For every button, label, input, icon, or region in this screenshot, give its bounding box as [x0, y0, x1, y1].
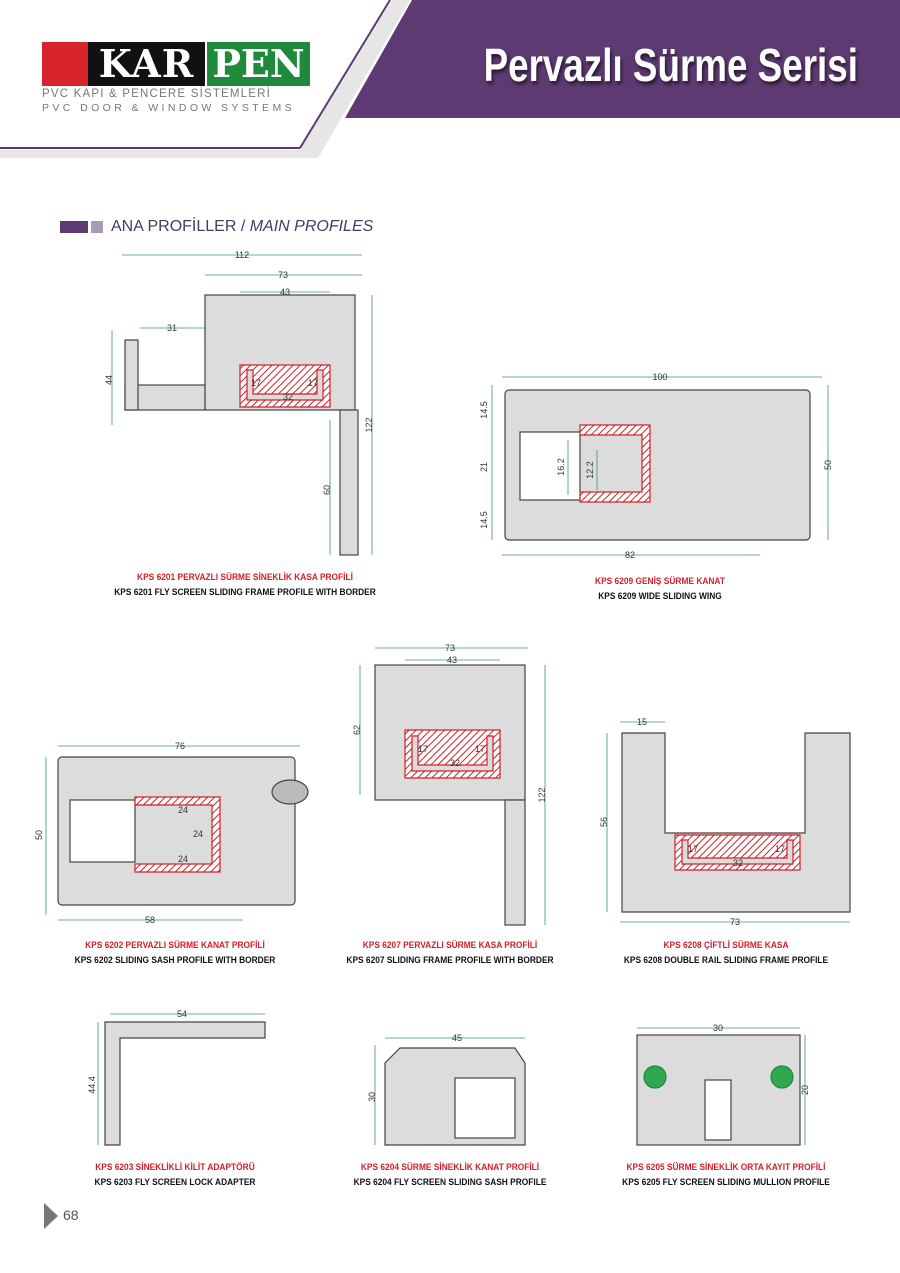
caption-6205: KPS 6205 SÜRME SİNEKLİK ORTA KAYIT PROFİ…	[585, 1160, 867, 1190]
dim-label: 100	[652, 372, 667, 382]
caption-tr: KPS 6204 SÜRME SİNEKLİK KANAT PROFİLİ	[360, 1162, 540, 1173]
dim-label: 24	[193, 829, 203, 839]
dim-label: 56	[599, 817, 609, 827]
caption-en: KPS 6208 DOUBLE RAIL SLIDING FRAME PROFI…	[623, 955, 829, 966]
caption-tr: KPS 6209 GENİŞ SÜRME KANAT	[595, 576, 725, 587]
dim-label: 24	[178, 854, 188, 864]
dim-label: 45	[452, 1033, 462, 1043]
dim-label: 82	[625, 550, 635, 560]
caption-6202: KPS 6202 PERVAZLI SÜRME KANAT PROFİLİ KPS…	[34, 938, 316, 968]
caption-en: KPS 6203 FLY SCREEN LOCK ADAPTER	[94, 1177, 256, 1188]
dim-label: 58	[145, 915, 155, 925]
caption-tr: KPS 6201 PERVAZLI SÜRME SİNEKLİK KASA PR…	[137, 572, 353, 583]
dim-label: 17	[308, 378, 318, 388]
dim-label: 17	[475, 744, 485, 754]
profile-6203-drawing	[104, 1021, 266, 1146]
profile-6208-drawing	[621, 732, 851, 913]
dim-label: 17	[418, 744, 428, 754]
dim-label: 44	[104, 375, 114, 385]
caption-en: KPS 6209 WIDE SLIDING WING	[598, 591, 722, 602]
logo-pen: PEN	[207, 42, 310, 86]
caption-6204: KPS 6204 SÜRME SİNEKLİK KANAT PROFİLİ KPS…	[309, 1160, 591, 1190]
caption-en: KPS 6202 SLIDING SASH PROFILE WITH BORDE…	[74, 955, 276, 966]
dim-label: 32	[450, 758, 460, 768]
section-marker	[60, 221, 88, 233]
caption-6208: KPS 6208 ÇİFTLİ SÜRME KASA KPS 6208 DOUBL…	[585, 938, 867, 968]
page-title: Pervazlı Sürme Serisi	[483, 39, 858, 91]
page-number: 68	[63, 1207, 79, 1223]
section-title-tr: ANA PROFİLLER /	[111, 218, 246, 235]
dim-label: 73	[278, 270, 288, 280]
dim-label: 54	[177, 1009, 187, 1019]
dim-label: 32	[283, 392, 293, 402]
dim-label: 15	[637, 717, 647, 727]
caption-6201: KPS 6201 PERVAZLI SÜRME SİNEKLİK KASA PR…	[104, 570, 386, 600]
dim-label: 17	[688, 844, 698, 854]
section-marker-light	[91, 221, 103, 233]
dimension-lines	[45, 254, 850, 1145]
dim-label: 30	[713, 1023, 723, 1033]
logo-kar: KAR	[88, 42, 205, 86]
dim-label: 21	[479, 462, 489, 472]
dim-label: 43	[280, 287, 290, 297]
caption-6209: KPS 6209 GENİŞ SÜRME KANAT KPS 6209 WIDE …	[519, 574, 801, 604]
dim-label: 31	[167, 323, 177, 333]
dim-label: 14.5	[479, 401, 489, 419]
tagline-tr: PVC KAPI & PENCERE SİSTEMLERİ	[42, 88, 272, 100]
dim-label: 14.5	[479, 511, 489, 529]
dim-label: 122	[537, 787, 547, 802]
caption-en: KPS 6201 FLY SCREEN SLIDING FRAME PROFIL…	[114, 587, 376, 598]
dim-label: 30	[367, 1092, 377, 1102]
caption-tr: KPS 6205 SÜRME SİNEKLİK ORTA KAYIT PROFİ…	[626, 1162, 826, 1173]
profile-6202-drawing	[57, 756, 309, 906]
profile-6207-drawing	[374, 664, 526, 926]
dim-label: 17	[251, 378, 261, 388]
dim-label: 44.4	[87, 1076, 97, 1094]
dim-label: 73	[730, 917, 740, 927]
section-title-en: MAIN PROFILES	[249, 218, 374, 235]
page-marker-icon	[44, 1203, 58, 1229]
dim-label: 20	[800, 1085, 810, 1095]
caption-en: KPS 6205 FLY SCREEN SLIDING MULLION PROF…	[622, 1177, 830, 1188]
profile-6209-drawing	[504, 389, 811, 541]
dim-label: 43	[447, 655, 457, 665]
dim-label: 17	[775, 844, 785, 854]
dim-label: 122	[364, 417, 374, 432]
dim-label: 76	[175, 741, 185, 751]
dim-label: 112	[235, 250, 249, 260]
section-heading: ANA PROFİLLER / MAIN PROFILES	[60, 218, 373, 236]
dim-label: 62	[352, 725, 362, 735]
dim-label: 16.2	[556, 458, 566, 476]
dimension-labels: 112 73 43 31 44 122 60 17 17 32 100 82 14.5 21 14.…	[34, 250, 833, 1102]
dim-label: 73	[445, 643, 455, 653]
dim-label: 50	[34, 830, 44, 840]
caption-tr: KPS 6207 PERVAZLI SÜRME KASA PROFİLİ	[362, 940, 538, 951]
profile-6205-drawing	[636, 1034, 801, 1146]
dim-label: 32	[733, 858, 743, 868]
dim-label: 24	[178, 805, 188, 815]
profile-6201-drawing	[124, 294, 359, 556]
caption-6207: KPS 6207 PERVAZLI SÜRME KASA PROFİLİ KPS …	[309, 938, 591, 968]
caption-en: KPS 6204 FLY SCREEN SLIDING SASH PROFILE	[353, 1177, 547, 1188]
tagline-en: PVC DOOR & WINDOW SYSTEMS	[42, 102, 296, 114]
profile-6204-drawing	[384, 1047, 526, 1146]
caption-en: KPS 6207 SLIDING FRAME PROFILE WITH BORD…	[346, 955, 554, 966]
caption-tr: KPS 6202 PERVAZLI SÜRME KANAT PROFİLİ	[85, 940, 265, 951]
caption-tr: KPS 6203 SİNEKLİKLİ KİLİT ADAPTÖRÜ	[95, 1162, 255, 1173]
header-banner	[0, 0, 900, 158]
caption-tr: KPS 6208 ÇİFTLİ SÜRME KASA	[663, 940, 789, 951]
dim-label: 12.2	[585, 461, 595, 479]
logo-mark-icon	[42, 42, 88, 86]
caption-6203: KPS 6203 SİNEKLİKLİ KİLİT ADAPTÖRÜ KPS 62…	[34, 1160, 316, 1190]
dim-label: 50	[823, 460, 833, 470]
dim-label: 60	[322, 485, 332, 495]
